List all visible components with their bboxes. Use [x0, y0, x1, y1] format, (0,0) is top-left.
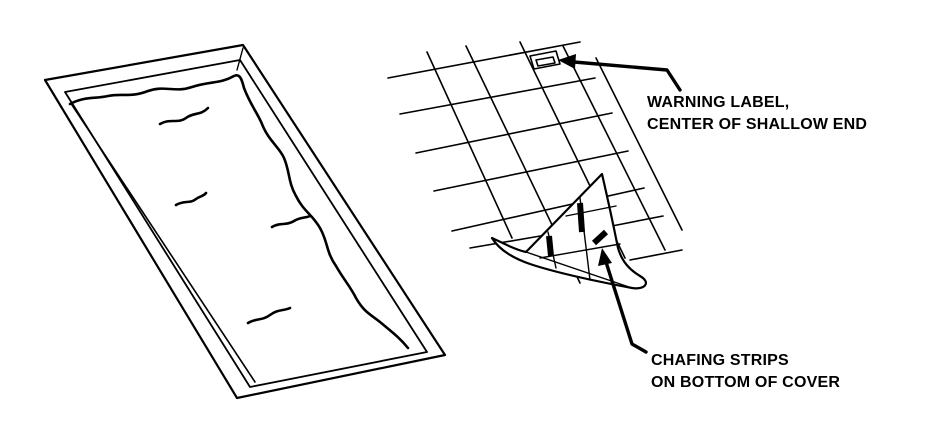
cover-edge-wavy	[68, 74, 410, 350]
pool-deck-outline	[43, 43, 447, 400]
warning-label-marker	[529, 50, 561, 70]
cover-grid-illustration	[387, 41, 683, 290]
fold-grid-3	[565, 205, 617, 217]
chafing-strips	[546, 202, 609, 257]
pool-side-line-left	[71, 104, 256, 383]
callout-warning-line2: CENTER OF SHALLOW END	[647, 116, 868, 133]
callout-warning-label: WARNING LABEL, CENTER OF SHALLOW END	[647, 92, 867, 136]
chafing-strip-2	[577, 202, 585, 233]
cover-ripple-1	[158, 106, 210, 126]
pool-side-line-top	[236, 47, 244, 71]
cover-ripple-4	[246, 306, 292, 325]
callout-warning-line1: WARNING LABEL,	[647, 94, 790, 111]
callout-chafing-line2: ON BOTTOM OF COVER	[651, 374, 841, 391]
pool-inner-edge	[64, 59, 428, 388]
leader-chafing-strips	[598, 248, 648, 354]
callout-chafing-strips: CHAFING STRIPS ON BOTTOM OF COVER	[651, 350, 840, 394]
callout-chafing-line1: CHAFING STRIPS	[651, 352, 789, 369]
grid-lines-horizontal	[387, 41, 683, 261]
pool-illustration	[43, 43, 447, 400]
chafing-strip-3	[591, 229, 609, 246]
chafing-strip-1	[546, 235, 554, 257]
cover-ripple-3	[270, 214, 312, 229]
leader-warning-label	[558, 54, 682, 92]
folded-corner-outline	[490, 172, 647, 290]
cover-ripple-2	[174, 191, 208, 207]
